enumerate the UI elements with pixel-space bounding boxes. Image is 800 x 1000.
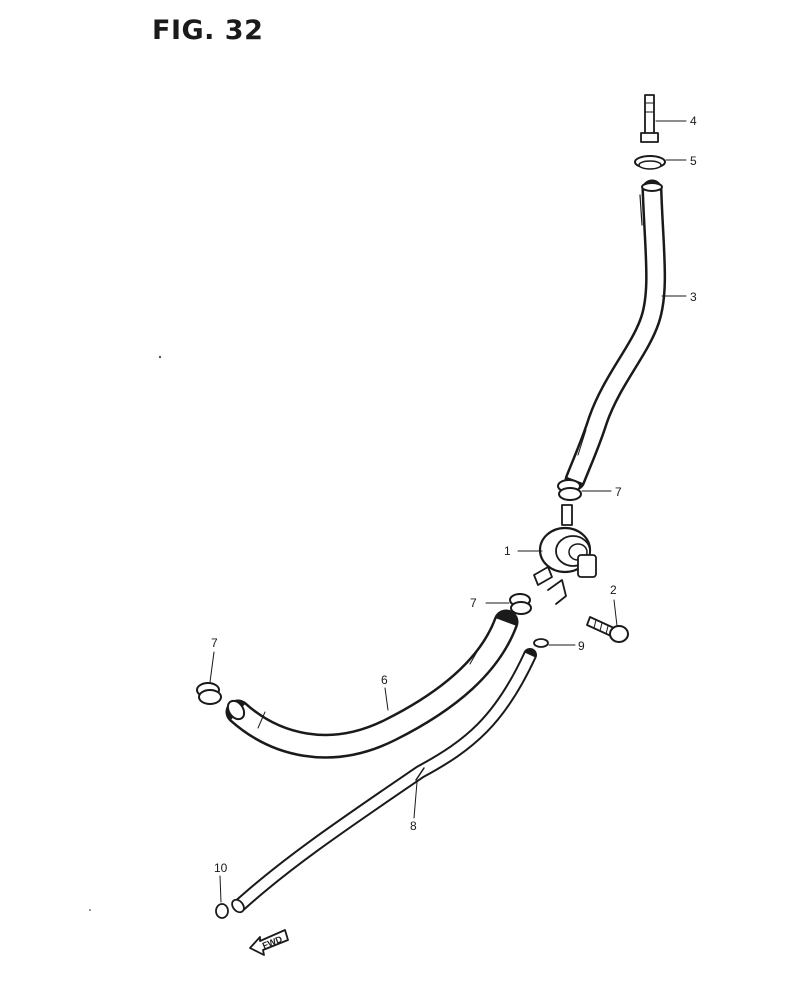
clamp-5 [634, 155, 666, 170]
callout-10: 10 [214, 861, 228, 875]
callout-1: 1 [504, 544, 511, 558]
callout-7-middle: 7 [470, 596, 477, 610]
o-ring-9 [533, 638, 549, 648]
screw-2 [586, 616, 629, 643]
callout-2: 2 [610, 583, 617, 597]
callout-5: 5 [690, 154, 697, 168]
figure-title: FIG. 32 [152, 15, 264, 46]
callout-3: 3 [690, 290, 697, 304]
forward-label: FWD [261, 934, 284, 951]
callout-4: 4 [690, 114, 697, 128]
callout-9: 9 [578, 639, 585, 653]
callout-7-left: 7 [211, 636, 218, 650]
cap-10 [215, 903, 229, 919]
clamp-7-upper [557, 479, 582, 501]
forward-arrow-icon: FWD [249, 929, 289, 956]
bolt-4 [640, 94, 659, 143]
scan-speck [158, 355, 162, 359]
scan-speck [89, 909, 91, 911]
clamp-7-left [196, 682, 222, 705]
callout-7-upper: 7 [615, 485, 622, 499]
hose-8 [231, 648, 537, 914]
clamp-7-middle [509, 593, 532, 615]
fuel-cock-1 [533, 504, 597, 605]
fuel-hose-3 [564, 179, 667, 491]
hose-6 [225, 609, 519, 759]
callout-8: 8 [410, 819, 417, 833]
leader-lines [209, 120, 687, 903]
callout-6: 6 [381, 673, 388, 687]
